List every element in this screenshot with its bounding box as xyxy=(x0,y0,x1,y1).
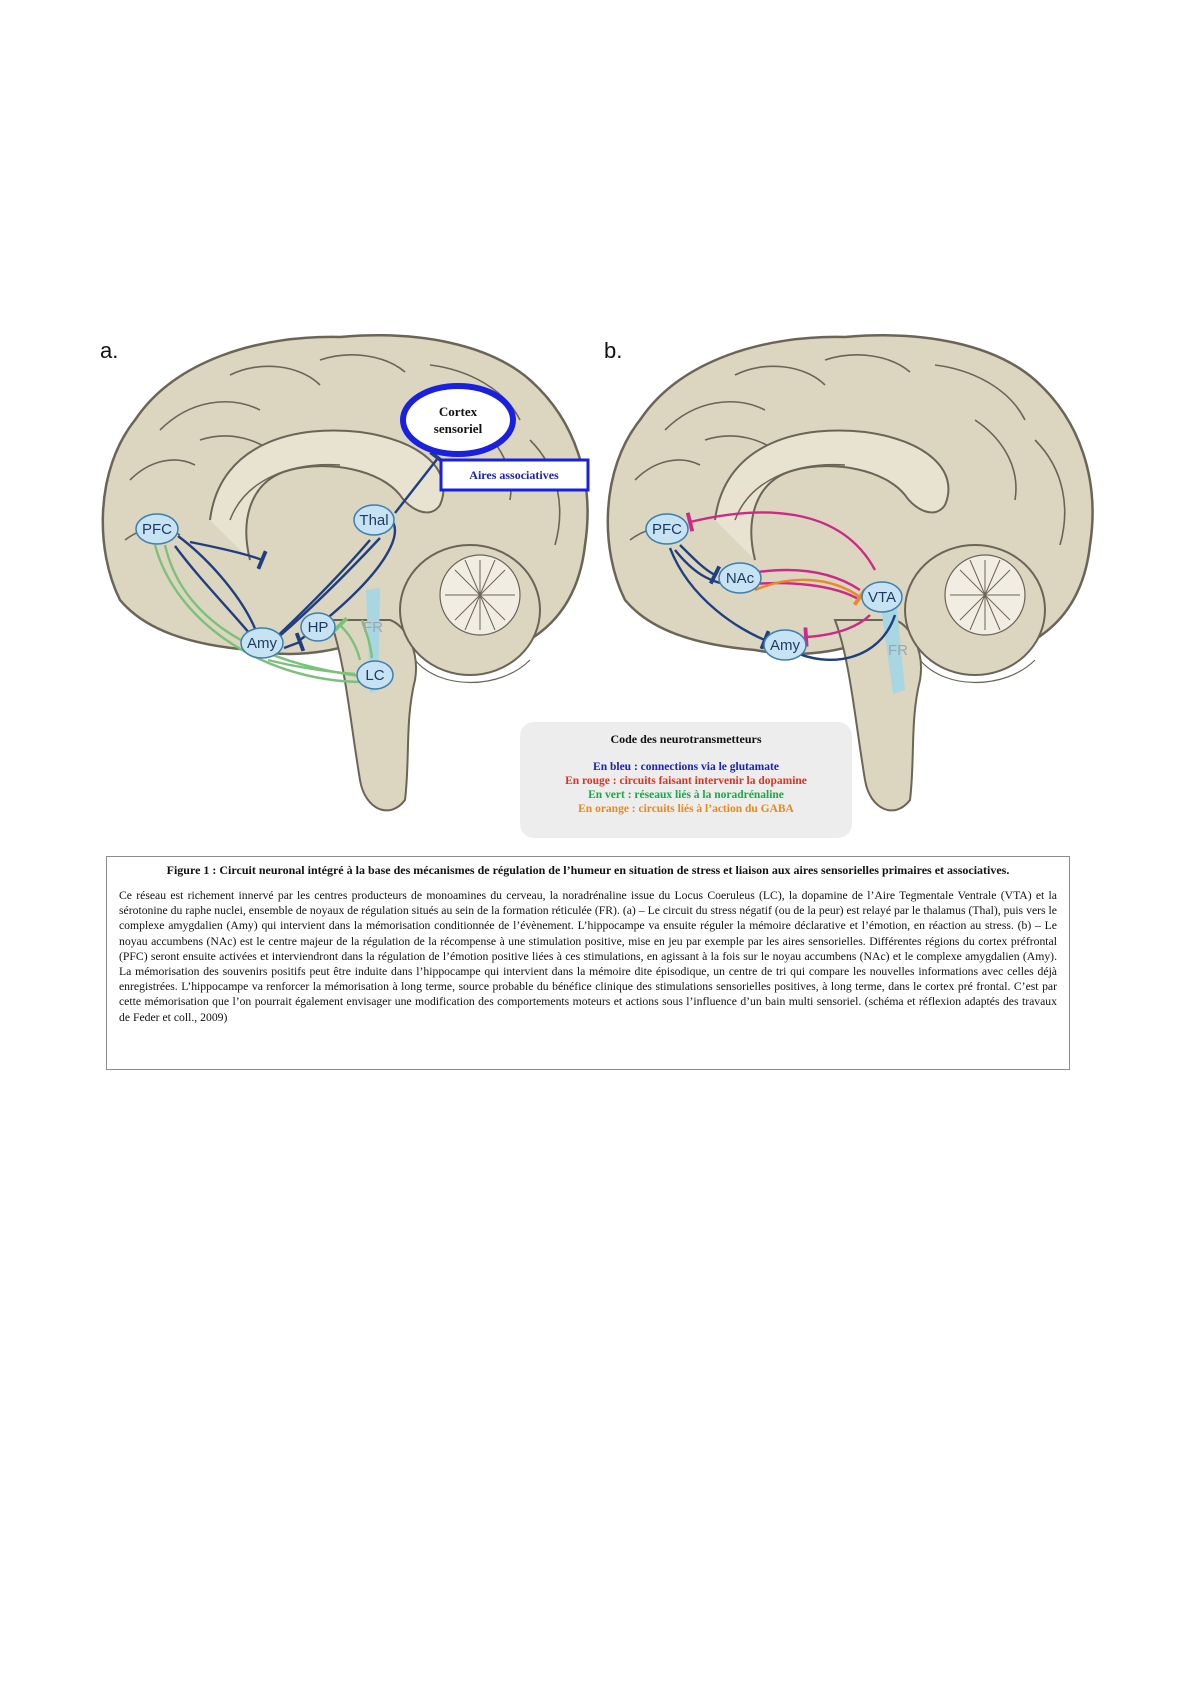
svg-text:HP: HP xyxy=(308,619,329,636)
node-amy-b: Amy xyxy=(763,629,807,661)
node-pfc-b: PFC xyxy=(645,513,689,545)
legend-blue: En bleu : connections via le glutamate xyxy=(593,761,779,773)
node-hp-a: HP xyxy=(300,612,336,642)
brainstem-a xyxy=(328,619,417,812)
caption-title: Figure 1 : Circuit neuronal intégré à la… xyxy=(166,863,1010,877)
pathways-green-a xyxy=(153,544,374,684)
cerebellum-b xyxy=(904,544,1046,684)
neurotransmitter-legend: Code des neurotransmetteurs En bleu : co… xyxy=(520,722,852,838)
legend-title: Code des neurotransmetteurs xyxy=(610,732,762,746)
node-vta-b: VTA xyxy=(861,581,903,613)
panel-a-letter: a. xyxy=(100,338,119,363)
brain-diagram: Cortex sensoriel Aires associatives PFC … xyxy=(101,334,1094,812)
cortex-label-line2: sensoriel xyxy=(434,421,483,436)
svg-text:Amy: Amy xyxy=(247,635,278,652)
aires-associatives-box xyxy=(439,458,590,492)
fr-label-b: FR xyxy=(888,642,908,659)
panel-b-letter: b. xyxy=(604,338,623,363)
fr-region-b xyxy=(880,598,905,694)
svg-text:Thal: Thal xyxy=(359,512,388,529)
figure-caption: Figure 1 : Circuit neuronal intégré à la… xyxy=(106,856,1070,1070)
pathways-orange-b xyxy=(754,578,868,606)
cortex-label-line1: Cortex xyxy=(439,404,478,419)
node-nac-b: NAc xyxy=(718,562,762,594)
legend-red: En rouge : circuits faisant intervenir l… xyxy=(565,775,807,787)
cortex-sensoriel-oval xyxy=(400,383,516,457)
node-pfc-a: PFC xyxy=(135,513,179,545)
caption-body: Ce réseau est richement innervé par les … xyxy=(119,889,1057,1024)
node-lc-a: LC xyxy=(356,660,394,690)
svg-text:PFC: PFC xyxy=(142,521,172,538)
cerebellum-a xyxy=(399,544,541,684)
legend-green: En vert : réseaux liés à la noradrénalin… xyxy=(588,789,784,801)
svg-text:Amy: Amy xyxy=(770,637,801,654)
aires-associatives-label: Aires associatives xyxy=(469,468,559,482)
svg-text:NAc: NAc xyxy=(726,570,755,587)
svg-text:LC: LC xyxy=(365,667,384,684)
node-thal-a: Thal xyxy=(353,504,395,536)
fr-label-a: FR xyxy=(363,619,383,636)
pathways-blue-a xyxy=(174,450,447,652)
node-amy-a: Amy xyxy=(240,627,284,659)
svg-text:PFC: PFC xyxy=(652,521,682,538)
legend-orange: En orange : circuits liés à l’action du … xyxy=(578,803,794,815)
svg-text:VTA: VTA xyxy=(868,589,896,606)
pathways-blue-b xyxy=(668,544,897,662)
